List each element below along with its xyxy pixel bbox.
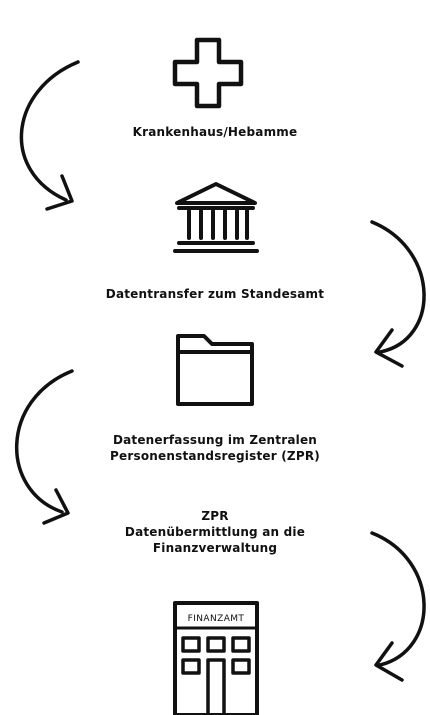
step-label-zpr-capture: Datenerfassung im Zentralen Personenstan…	[60, 432, 370, 464]
step-label-line: Datentransfer zum Standesamt	[105, 287, 325, 301]
step-label-hospital: Krankenhaus/Hebamme	[60, 124, 370, 140]
step-label-line: ZPR	[201, 509, 229, 523]
step-label-registry-office: Datentransfer zum Standesamt	[60, 286, 370, 302]
curved-arrow-right-2	[370, 531, 426, 682]
cross-icon	[172, 37, 244, 109]
tax-office-sign: FINANZAMT	[188, 614, 245, 624]
step-label-line: Datenübermittlung an die	[124, 525, 306, 539]
courthouse-icon	[173, 182, 259, 253]
curved-arrow-left-2	[15, 369, 74, 525]
step-label-line: Personenstandsregister (ZPR)	[110, 449, 320, 463]
step-label-line: Krankenhaus/Hebamme	[132, 125, 298, 139]
step-label-line: Datenerfassung im Zentralen	[112, 433, 318, 447]
folder-icon	[176, 334, 254, 406]
step-label-zpr-transfer: ZPR Datenübermittlung an die Finanzverwa…	[60, 508, 370, 556]
step-label-line: Finanzverwaltung	[152, 541, 278, 555]
curved-arrow-left-1	[19, 60, 80, 211]
tax-office-building-icon	[173, 601, 259, 715]
curved-arrow-right-1	[370, 220, 426, 368]
